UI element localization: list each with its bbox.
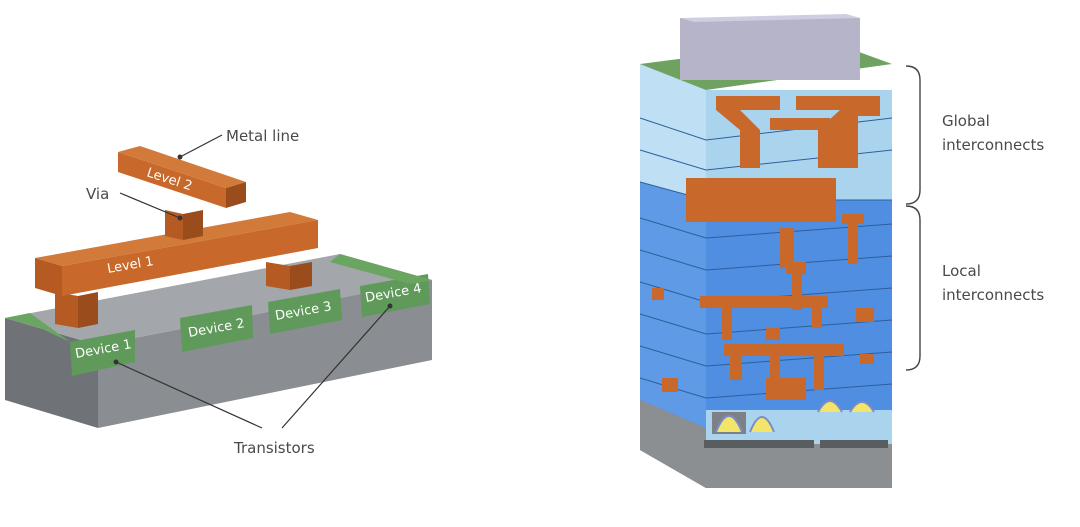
via-block-side — [183, 210, 203, 240]
via-leader-dot — [177, 215, 183, 221]
level1-bar-side — [62, 220, 318, 296]
device-top-strip — [5, 313, 70, 342]
stack-top-pad-top — [680, 14, 860, 22]
stack-side-dielectric-lower — [640, 182, 706, 428]
interconnect-stack-illustration: Global interconnects Local interconnects — [639, 14, 1044, 488]
metal-line-label: Metal line — [226, 127, 299, 145]
transistor-interconnect-illustration: Metal line Via Level 2 Level 1 Device 1 … — [5, 127, 432, 457]
level1-left-pillar-side — [78, 292, 98, 328]
transistor-leader-1 — [115, 361, 263, 429]
level2-bar-top — [118, 146, 246, 188]
via-label: Via — [86, 185, 109, 203]
device-4-region — [360, 274, 430, 317]
transistor-leader-2-dot — [387, 303, 393, 309]
substrate-top — [5, 254, 432, 345]
level2-bar-side — [226, 182, 246, 208]
stack-front-base — [706, 444, 892, 488]
local-bracket — [905, 205, 921, 371]
stack-top-pad — [680, 18, 860, 80]
via-block-front — [165, 210, 183, 240]
metal-line-leader — [179, 134, 223, 158]
global-interconnect-metal — [686, 96, 880, 222]
global-bracket — [905, 65, 921, 205]
local-label-line2: interconnects — [942, 286, 1044, 304]
level1-bar-top — [35, 212, 318, 266]
transistor-leader-2 — [281, 305, 391, 429]
level1-right-pillar-side — [290, 262, 312, 290]
level1-bar-front — [35, 258, 62, 296]
level2-bar-front — [118, 152, 226, 208]
device-2-region — [180, 305, 253, 352]
stack-side-base — [640, 400, 706, 488]
metal-line-leader-dot — [177, 154, 183, 160]
via-leader — [119, 192, 181, 219]
stack-side-dielectric-upper — [640, 64, 706, 200]
local-label-line1: Local — [942, 262, 981, 280]
device-3-region — [268, 289, 342, 334]
global-label-line2: interconnects — [942, 136, 1044, 154]
level1-right-pillar — [266, 262, 290, 290]
transistors-label: Transistors — [233, 439, 315, 457]
global-label-line1: Global — [942, 112, 990, 130]
transistor-layer-detail — [704, 400, 888, 448]
device-top-strip-2 — [330, 254, 432, 284]
level1-left-pillar — [55, 292, 78, 328]
transistor-leader-1-dot — [113, 359, 119, 365]
device-1-region — [70, 330, 135, 376]
local-interconnect-metal — [652, 214, 874, 400]
